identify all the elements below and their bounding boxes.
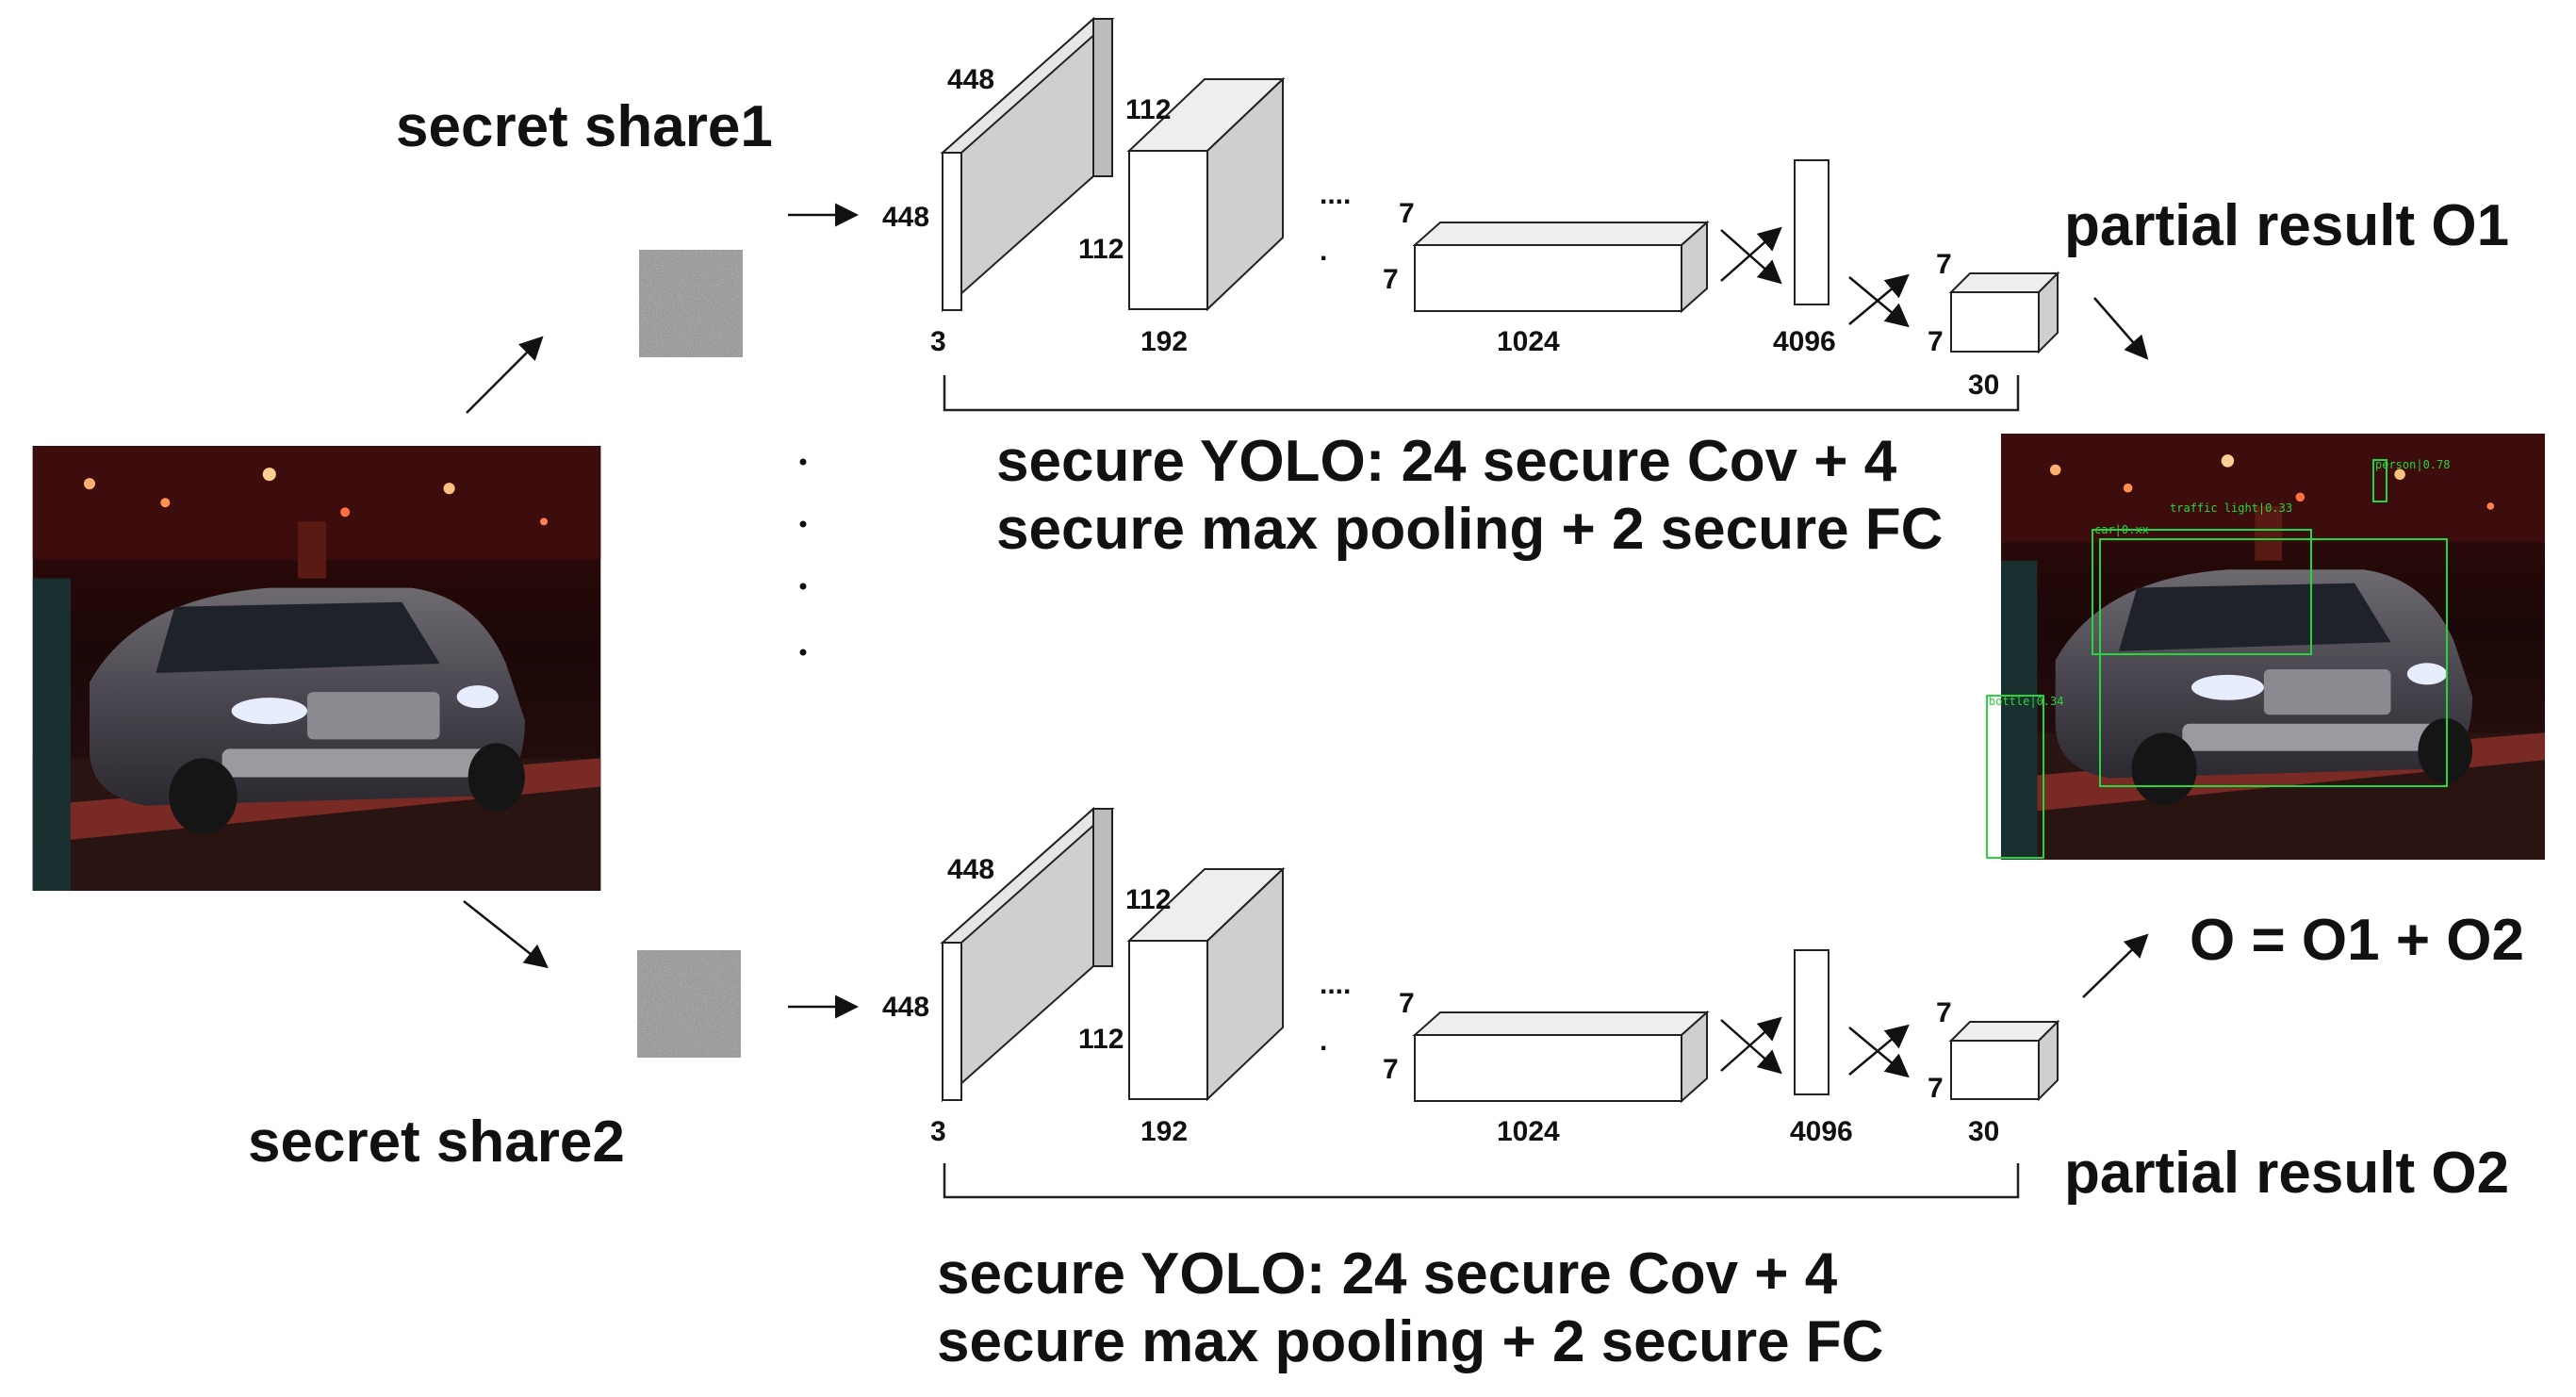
arrow-input-to-share1	[466, 336, 544, 414]
share2-noise-image	[637, 950, 741, 1058]
partial-result-o1-label: partial result O1	[2064, 193, 2509, 258]
combined-result-label: O = O1 + O2	[2190, 908, 2524, 973]
pipeline-1: 448 448 3 112 112 192 .... . 7 7 1024	[882, 16, 2060, 562]
conv-block	[1126, 866, 1286, 1102]
input-block	[940, 16, 1115, 313]
detection-box-car-small	[2092, 529, 2312, 655]
conv-block	[1126, 76, 1286, 312]
arrow-input-to-share2	[463, 900, 549, 969]
conv-channel-label: 192	[1140, 326, 1188, 357]
input-channel-label: 3	[930, 1116, 946, 1147]
caption-line1: secure YOLO: 24 secure Cov + 4	[937, 1241, 1838, 1307]
conv-width-label: 112	[1078, 1024, 1124, 1055]
fc-layer-bar	[1794, 949, 1829, 1095]
mid-width-label: 7	[1383, 1054, 1399, 1085]
conv-height-label: 112	[1125, 94, 1171, 125]
fc-connection-arrows-2	[1848, 273, 1910, 328]
output-channel-label: 30	[1968, 370, 1999, 401]
output-height-label: 7	[1936, 997, 1952, 1028]
arrow-output-to-o2	[2082, 933, 2149, 998]
share1-noise-image	[639, 250, 743, 357]
detection-box-person	[2372, 459, 2387, 502]
partial-result-o2-label: partial result O2	[2064, 1141, 2509, 1206]
conv-width-label: 112	[1078, 234, 1124, 265]
detection-label-car: car|0.xx	[2094, 523, 2149, 536]
mid-channel-label: 1024	[1497, 1116, 1560, 1147]
input-width-label: 448	[882, 992, 929, 1023]
conv-height-label: 112	[1125, 884, 1171, 915]
fc-connection-arrows-2	[1848, 1024, 1910, 1078]
layer-ellipsis: ....	[1320, 969, 1351, 1000]
mid-height-label: 7	[1399, 198, 1415, 229]
output-width-label: 7	[1928, 1073, 1944, 1104]
caption-line2: secure max pooling + 2 secure FC	[996, 497, 1943, 562]
layer-ellipsis: ....	[1320, 179, 1351, 210]
pipeline-bracket	[943, 1163, 2020, 1199]
input-channel-label: 3	[930, 326, 946, 357]
input-image	[32, 446, 601, 891]
fc-connection-arrows-1	[1720, 1016, 1782, 1075]
mid-conv-block	[1412, 220, 1710, 314]
output-block	[1948, 1019, 2060, 1102]
caption-line2: secure max pooling + 2 secure FC	[937, 1309, 1883, 1374]
layer-ellipsis-dot: .	[1320, 1026, 1327, 1057]
output-channel-label: 30	[1968, 1116, 1999, 1147]
detection-label-bottle: bottle|0.34	[1989, 695, 2063, 708]
input-width-label: 448	[882, 202, 929, 233]
mid-channel-label: 1024	[1497, 326, 1560, 357]
fc-layer-bar	[1794, 159, 1829, 305]
secret-share2-label: secret share2	[248, 1109, 625, 1175]
output-width-label: 7	[1928, 326, 1944, 357]
vertical-ellipsis	[799, 458, 807, 656]
input-height-label: 448	[947, 64, 994, 95]
caption-line1: secure YOLO: 24 secure Cov + 4	[996, 429, 1897, 494]
mid-width-label: 7	[1383, 264, 1399, 295]
mid-conv-block	[1412, 1010, 1710, 1104]
output-height-label: 7	[1936, 249, 1952, 280]
detection-label-traffic-light: traffic light|0.33	[2170, 501, 2292, 515]
fc-size-label: 4096	[1773, 326, 1836, 357]
output-block	[1948, 271, 2060, 354]
detection-box-bottle	[1986, 695, 2044, 859]
detection-label-person: person|0.78	[2375, 458, 2450, 471]
input-block	[940, 806, 1115, 1103]
detection-box-car-large	[2099, 538, 2448, 787]
pipeline-2: 448 448 3 112 112 192 .... . 7 7 1024 40…	[882, 806, 2060, 1374]
arrow-o1-to-output	[2093, 297, 2149, 360]
conv-channel-label: 192	[1140, 1116, 1188, 1147]
layer-ellipsis-dot: .	[1320, 236, 1327, 267]
secret-share1-label: secret share1	[396, 94, 773, 159]
output-detection-image: person|0.78 traffic light|0.33 car|0.xx …	[1986, 434, 2546, 860]
fc-size-label: 4096	[1790, 1116, 1853, 1147]
fc-connection-arrows-1	[1720, 226, 1782, 285]
input-height-label: 448	[947, 854, 994, 885]
mid-height-label: 7	[1399, 988, 1415, 1019]
pipeline-bracket	[943, 375, 2020, 412]
